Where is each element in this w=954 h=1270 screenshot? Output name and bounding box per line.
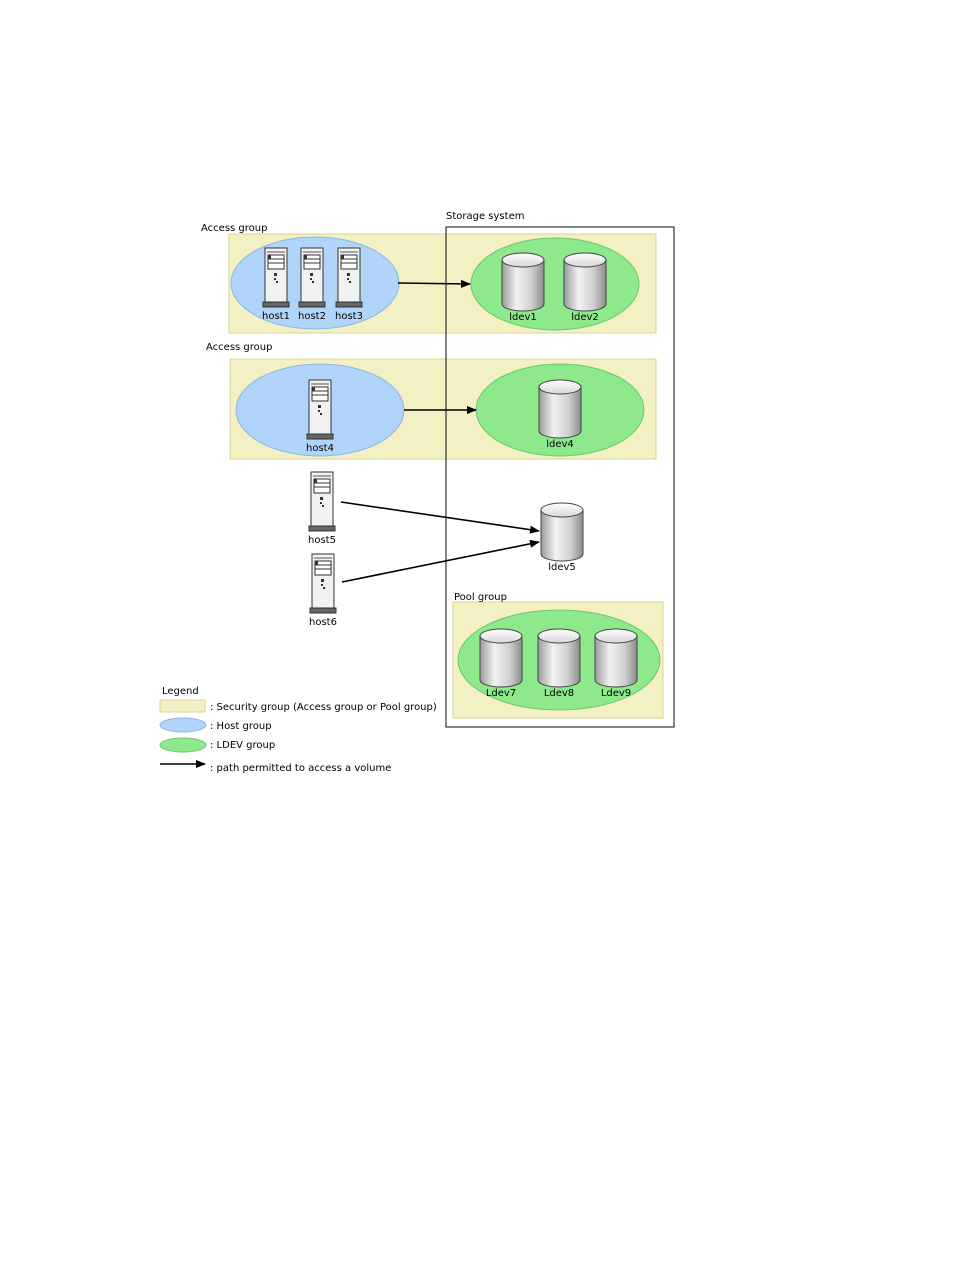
server-icon-host5 xyxy=(309,472,335,531)
host-label-3: host3 xyxy=(335,311,363,322)
ldev-label-8: Ldev8 xyxy=(544,688,574,699)
disk-icon-ldev7 xyxy=(480,629,522,687)
storage-system-label: Storage system xyxy=(446,211,524,222)
host-label-1: host1 xyxy=(262,311,290,322)
path-arrow-host5-ldev5 xyxy=(341,502,539,531)
disk-icon-ldev8 xyxy=(538,629,580,687)
ldev-label-9: Ldev9 xyxy=(601,688,631,699)
disk-icon-ldev9 xyxy=(595,629,637,687)
ldev-label-1: ldev1 xyxy=(509,312,537,323)
legend-ldev-group: : LDEV group xyxy=(210,740,275,751)
host-label-5: host5 xyxy=(308,535,336,546)
access-group-label-1: Access group xyxy=(201,223,267,234)
server-icon-host4 xyxy=(307,380,333,439)
server-icon-host6 xyxy=(310,554,336,613)
ldev-label-2: ldev2 xyxy=(571,312,599,323)
legend-security-group: : Security group (Access group or Pool g… xyxy=(210,702,437,713)
ldev-label-5: ldev5 xyxy=(548,562,576,573)
legend-swatch-security-group xyxy=(160,700,205,712)
path-arrow-host6-ldev6 xyxy=(342,542,539,582)
server-icon-host2 xyxy=(299,248,325,307)
disk-icon-ldev2 xyxy=(564,253,606,311)
ldev-label-7: Ldev7 xyxy=(486,688,516,699)
host-label-6: host6 xyxy=(309,617,337,628)
disk-icon-ldev1 xyxy=(502,253,544,311)
legend-path: : path permitted to access a volume xyxy=(210,763,391,774)
server-icon-host1 xyxy=(263,248,289,307)
legend-swatch-ldev-group xyxy=(160,738,206,752)
path-arrow-hostgroup1-ldevgroup1 xyxy=(398,283,470,284)
ldev-group-1 xyxy=(471,238,639,330)
legend-swatch-host-group xyxy=(160,718,206,732)
disk-icon-ldev5 xyxy=(541,503,583,561)
legend-host-group: : Host group xyxy=(210,721,272,732)
host-label-4: host4 xyxy=(306,443,334,454)
access-group-label-2: Access group xyxy=(206,342,272,353)
host-label-2: host2 xyxy=(298,311,326,322)
ldev-label-4: ldev4 xyxy=(546,439,574,450)
server-icon-host3 xyxy=(336,248,362,307)
legend-title: Legend xyxy=(162,686,199,697)
pool-group-label: Pool group xyxy=(454,592,507,603)
disk-icon-ldev4 xyxy=(539,380,581,438)
